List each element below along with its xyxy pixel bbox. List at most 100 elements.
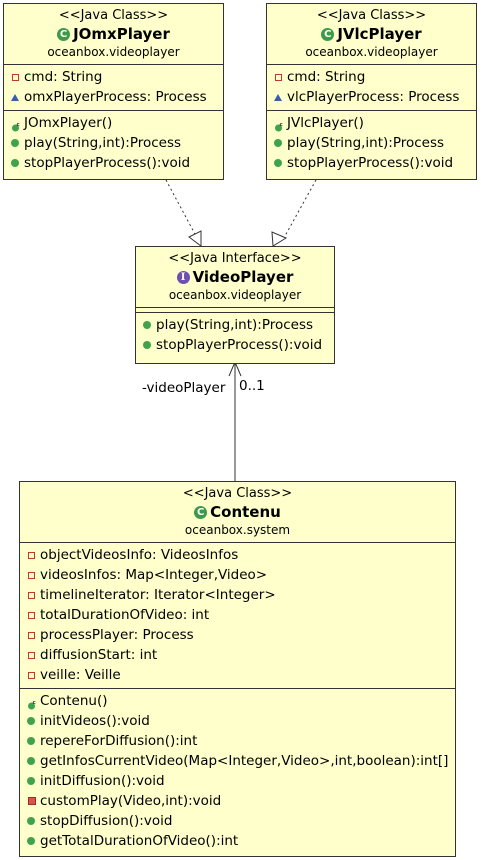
- attributes-section: objectVideosInfo: VideosInfos videosInfos…: [20, 543, 455, 688]
- operation-row[interactable]: getInfosCurrentVideo(Map<Integer,Video>,…: [27, 751, 451, 771]
- private-field-icon: [28, 651, 35, 659]
- operation-row-text: initDiffusion():void: [40, 773, 165, 789]
- attribute-row[interactable]: totalDurationOfVideo: int: [27, 605, 451, 625]
- attribute-row[interactable]: vlcPlayerProcess: Process: [274, 87, 472, 107]
- realization-line-jvlc: [284, 179, 317, 237]
- public-method-icon: [11, 159, 19, 167]
- class-jomxplayer[interactable]: <<Java Class>> C JOmxPlayer oceanbox.vid…: [3, 3, 224, 180]
- attribute-row-text: processPlayer: Process: [40, 627, 194, 643]
- attribute-row-text: videosInfos: Map<Integer,Video>: [40, 567, 268, 583]
- operation-row-text: play(String,int):Process: [287, 135, 445, 151]
- public-method-icon: [274, 139, 282, 147]
- operation-row[interactable]: stopPlayerProcess():void: [11, 153, 219, 173]
- operation-row[interactable]: initVideos():void: [27, 711, 451, 731]
- public-method-icon: [27, 717, 35, 725]
- public-method-icon: [11, 139, 19, 147]
- operation-row[interactable]: stopPlayerProcess():void: [143, 335, 330, 355]
- attribute-row-text: timelineIterator: Iterator<Integer>: [40, 587, 276, 603]
- attribute-row[interactable]: objectVideosInfo: VideosInfos: [27, 545, 451, 565]
- svg-text:c: c: [33, 700, 36, 706]
- operations-section: c JVlcPlayer() play(String,int):Process sto…: [267, 110, 476, 176]
- attribute-row[interactable]: diffusionStart: int: [27, 645, 451, 665]
- realization-arrowhead-jomx: [188, 230, 202, 247]
- package-field-icon: [11, 93, 19, 101]
- operation-row-text: repereForDiffusion():int: [40, 733, 198, 749]
- operation-row-text: play(String,int):Process: [156, 317, 314, 333]
- public-method-icon: [274, 159, 282, 167]
- private-method-icon: [28, 797, 36, 805]
- operations-section: play(String,int):Process stopPlayerProces…: [136, 312, 334, 358]
- package-field-icon: [274, 93, 282, 101]
- operation-row[interactable]: play(String,int):Process: [274, 133, 472, 153]
- operation-row-text: JVlcPlayer(): [287, 115, 364, 131]
- operation-row-text: JOmxPlayer(): [24, 115, 113, 131]
- class-jvlcplayer[interactable]: <<Java Class>> C JVlcPlayer oceanbox.vid…: [266, 3, 477, 180]
- operation-row[interactable]: c JOmxPlayer(): [11, 113, 219, 133]
- realization-line-jomx: [165, 179, 197, 237]
- operation-row-text: play(String,int):Process: [24, 135, 182, 151]
- stereotype: <<Java Interface>>: [168, 251, 302, 266]
- operation-row-text: getInfosCurrentVideo(Map<Integer,Video>,…: [40, 753, 449, 769]
- public-method-icon: [27, 777, 35, 785]
- interface-icon: I: [176, 270, 190, 284]
- operation-row[interactable]: play(String,int):Process: [143, 315, 330, 335]
- stereotype: <<Java Class>>: [182, 486, 293, 501]
- class-name: C JVlcPlayer: [269, 24, 474, 44]
- operation-row[interactable]: play(String,int):Process: [11, 133, 219, 153]
- private-field-icon: [28, 631, 35, 639]
- class-icon: C: [57, 27, 71, 41]
- association-multiplicity-label: 0..1: [239, 378, 265, 394]
- interface-videoplayer[interactable]: <<Java Interface>> I VideoPlayer oceanbo…: [135, 246, 335, 364]
- private-field-icon: [28, 611, 35, 619]
- operation-row[interactable]: stopPlayerProcess():void: [274, 153, 472, 173]
- class-contenu[interactable]: <<Java Class>> C Contenu oceanbox.system…: [19, 481, 456, 857]
- operation-row[interactable]: repereForDiffusion():int: [27, 731, 451, 751]
- operation-row[interactable]: getTotalDurationOfVideo():int: [27, 831, 451, 851]
- attribute-row-text: objectVideosInfo: VideosInfos: [40, 547, 239, 563]
- operation-row[interactable]: c JVlcPlayer(): [274, 113, 472, 133]
- class-name: C Contenu: [22, 502, 453, 522]
- attribute-row-text: veille: Veille: [40, 667, 121, 683]
- attribute-row[interactable]: cmd: String: [274, 67, 472, 87]
- svg-text:c: c: [280, 122, 283, 128]
- attribute-row[interactable]: veille: Veille: [27, 665, 451, 685]
- realization-arrowhead-jvlc: [271, 231, 288, 247]
- class-name-text: Contenu: [210, 503, 281, 521]
- interface-name-text: VideoPlayer: [192, 268, 294, 286]
- operation-row[interactable]: stopDiffusion():void: [27, 811, 451, 831]
- class-header: <<Java Class>> C JVlcPlayer oceanbox.vid…: [267, 4, 476, 65]
- attribute-row[interactable]: cmd: String: [11, 67, 219, 87]
- operation-row-text: stopPlayerProcess():void: [24, 155, 191, 171]
- private-field-icon: [12, 73, 19, 81]
- class-name-text: JOmxPlayer: [73, 25, 170, 43]
- public-method-icon: [143, 321, 151, 329]
- svg-text:c: c: [17, 122, 20, 128]
- attribute-row[interactable]: videosInfos: Map<Integer,Video>: [27, 565, 451, 585]
- attribute-row-text: diffusionStart: int: [40, 647, 158, 663]
- constructor-icon: c: [27, 696, 37, 710]
- package-name: oceanbox.videoplayer: [168, 288, 302, 302]
- constructor-icon: c: [11, 118, 21, 132]
- attribute-row[interactable]: timelineIterator: Iterator<Integer>: [27, 585, 451, 605]
- operation-row-text: initVideos():void: [40, 713, 150, 729]
- private-field-icon: [28, 551, 35, 559]
- private-field-icon: [28, 671, 35, 679]
- interface-name: I VideoPlayer: [138, 267, 332, 287]
- public-method-icon: [27, 837, 35, 845]
- operation-row-text: stopPlayerProcess():void: [156, 337, 323, 353]
- operation-row[interactable]: initDiffusion():void: [27, 771, 451, 791]
- association-role-label: -videoPlayer: [142, 380, 226, 396]
- stereotype: <<Java Class>>: [316, 8, 427, 23]
- attribute-row[interactable]: processPlayer: Process: [27, 625, 451, 645]
- operations-section: c JOmxPlayer() play(String,int):Process sto…: [4, 110, 223, 176]
- public-method-icon: [27, 737, 35, 745]
- operation-row[interactable]: customPlay(Video,int):void: [27, 791, 451, 811]
- attribute-row[interactable]: omxPlayerProcess: Process: [11, 87, 219, 107]
- class-header: <<Java Class>> C JOmxPlayer oceanbox.vid…: [4, 4, 223, 65]
- stereotype: <<Java Class>>: [58, 8, 169, 23]
- attribute-row-text: totalDurationOfVideo: int: [40, 607, 210, 623]
- class-icon: C: [321, 27, 335, 41]
